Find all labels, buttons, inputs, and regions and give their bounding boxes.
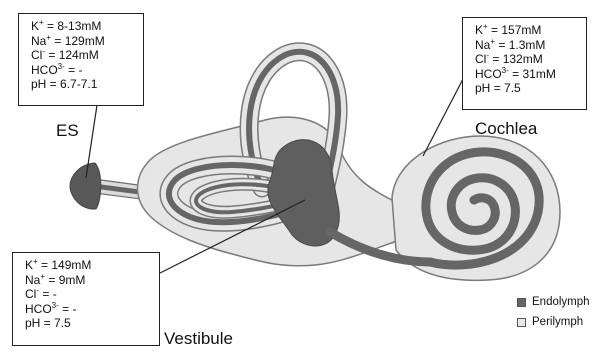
vestibule-ph-line: pH = 7.5 [25, 316, 159, 331]
legend-endolymph: Endolymph [517, 296, 590, 308]
endolymph-swatch [517, 298, 526, 307]
es-cl-line: Cl- = 124mM [31, 48, 143, 63]
cochlea-hco3-line: HCO3- = 31mM [475, 67, 586, 82]
es-ph-line: pH = 6.7-7.1 [31, 77, 143, 92]
vestibule-hco3-line: HCO3- = - [25, 302, 159, 317]
legend-perilymph: Perilymph [517, 316, 583, 328]
perilymph-swatch [517, 318, 526, 327]
vestibule-na-line: Na+ = 9mM [25, 273, 159, 288]
cochlea-cl-line: Cl- = 132mM [475, 52, 586, 67]
es-na-line: Na+ = 129mM [31, 34, 143, 49]
vestibule-cl-line: Cl- = - [25, 287, 159, 302]
es-k-line: K+ = 8-13mM [31, 19, 143, 34]
legend-perilymph-label: Perilymph [532, 316, 583, 328]
cochlea-label: Cochlea [475, 119, 537, 139]
cochlea-ion-box: K+ = 157mM Na+ = 1.3mM Cl- = 132mM HCO3-… [462, 17, 587, 110]
vestibule-ion-box: K+ = 149mM Na+ = 9mM Cl- = - HCO3- = - p… [12, 252, 160, 346]
cochlea-ph-line: pH = 7.5 [475, 81, 586, 96]
cochlea-na-line: Na+ = 1.3mM [475, 38, 586, 53]
cochlea-k-line: K+ = 157mM [475, 23, 586, 38]
vestibule-label: Vestibule [164, 329, 233, 349]
es-label: ES [56, 121, 79, 141]
es-ion-box: K+ = 8-13mM Na+ = 129mM Cl- = 124mM HCO3… [18, 13, 144, 106]
legend-endolymph-label: Endolymph [532, 296, 590, 308]
vestibule-k-line: K+ = 149mM [25, 258, 159, 273]
endolymphatic-sac [70, 163, 101, 209]
es-hco3-line: HCO3- = - [31, 63, 143, 78]
